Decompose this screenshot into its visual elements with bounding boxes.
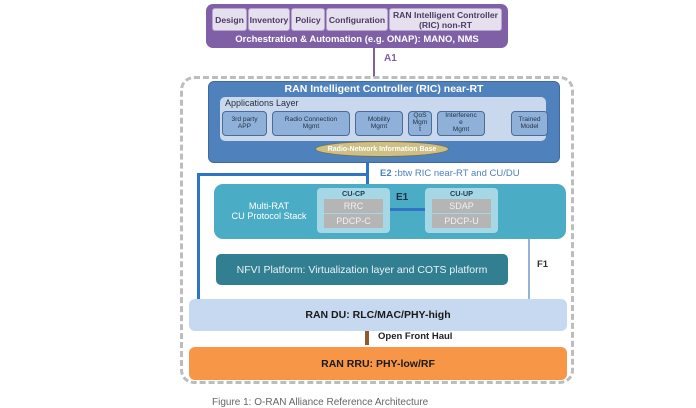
app-line: Mgmt <box>452 125 470 133</box>
app-interference-mgmt: Interferenc e Mgmt <box>437 111 485 136</box>
app-line: Mgm <box>412 119 428 127</box>
applications-layer-title: Applications Layer <box>225 98 299 108</box>
app-mobility-mgmt: Mobility Mgmt <box>355 111 403 136</box>
app-line: Mobility <box>367 115 391 123</box>
app-radio-connection-mgmt: Radio Connection Mgmt <box>272 111 350 136</box>
f1-label: F1 <box>537 259 549 270</box>
app-line: Interferenc <box>445 112 477 120</box>
cu-up-title: CU-UP <box>449 188 474 198</box>
e2-label: E2 :btw RIC near-RT and CU/DU <box>380 168 520 179</box>
orch-tab-design: Design <box>212 8 247 31</box>
app-line: Radio Connection <box>284 115 338 123</box>
figure-caption: Figure 1: O-RAN Alliance Reference Archi… <box>212 397 429 408</box>
nfvi-platform-block: NFVI Platform: Virtualization layer and … <box>216 254 508 285</box>
orch-tab-inventory: Inventory <box>248 8 290 31</box>
cu-stack-label: Multi-RAT CU Protocol Stack <box>214 194 324 228</box>
ran-rru-block: RAN RRU: PHY-low/RF <box>189 347 567 380</box>
oran-boundary-frame <box>180 76 574 384</box>
app-qos-mgmt: QoS Mgm t <box>408 111 432 136</box>
orch-tab-ric-non-rt: RAN Intelligent Controller (RIC) non-RT <box>389 8 502 31</box>
orchestration-title: Orchestration & Automation (e.g. ONAP): … <box>235 33 479 45</box>
e2-horizontal-line <box>197 173 368 176</box>
e1-interface-line <box>390 208 427 211</box>
app-line: Model <box>520 122 539 130</box>
orch-tab-configuration: Configuration <box>326 8 388 31</box>
app-trained-model: Trained Model <box>511 111 548 136</box>
e1-label: E1 <box>396 192 409 203</box>
e2-du-line <box>197 173 200 301</box>
a1-label: A1 <box>384 53 397 64</box>
cu-label-line: CU Protocol Stack <box>231 211 307 221</box>
app-line: 3rd party <box>231 115 258 123</box>
app-line: QoS <box>413 112 427 120</box>
app-line: e <box>459 119 463 127</box>
ric-near-rt-title: RAN Intelligent Controller (RIC) near-RT <box>284 83 484 95</box>
cu-up-layer-sdap: SDAP <box>432 199 491 213</box>
cu-label-line: Multi-RAT <box>248 201 290 211</box>
cu-up-layer-pdcp-u: PDCP-U <box>432 214 491 228</box>
orch-tab-policy: Policy <box>291 8 325 31</box>
app-line: t <box>419 125 421 133</box>
app-3rd-party: 3rd party APP <box>222 111 267 136</box>
a1-interface-line <box>373 47 375 77</box>
app-line: APP <box>237 122 252 130</box>
cu-cp-layer-pdcp-c: PDCP-C <box>324 214 383 228</box>
app-line: Mgmt <box>302 122 320 130</box>
cu-protocol-stack-block <box>214 184 566 239</box>
cu-cp-title: CU-CP <box>341 188 366 198</box>
app-line: Trained <box>518 115 541 123</box>
radio-network-information-base: Radio-Network Information Base <box>315 141 449 157</box>
e2-label-bold: E2 : <box>380 168 398 179</box>
front-haul-label: Open Front Haul <box>378 331 453 342</box>
cu-cp-layer-rrc: RRC <box>324 199 383 213</box>
f1-interface-line <box>528 239 530 301</box>
front-haul-line <box>365 331 369 345</box>
ran-du-block: RAN DU: RLC/MAC/PHY-high <box>189 299 567 331</box>
e2-label-text: btw RIC near-RT and CU/DU <box>397 168 520 179</box>
app-line: Mgmt <box>370 122 388 130</box>
